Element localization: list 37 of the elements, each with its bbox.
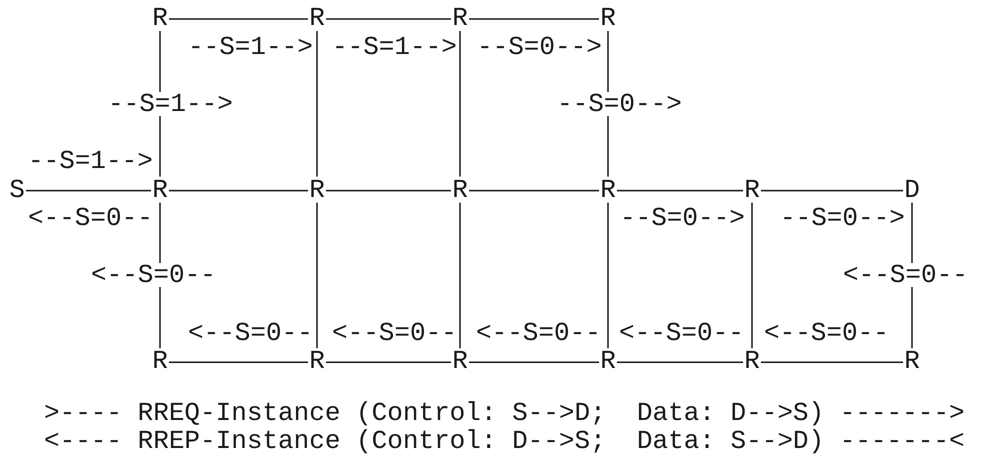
node-letter: R bbox=[599, 348, 617, 374]
connector-line bbox=[169, 18, 308, 20]
connector-line bbox=[169, 361, 308, 363]
node-letter: R bbox=[451, 5, 469, 31]
connector-line bbox=[469, 190, 599, 192]
connector-line bbox=[26, 190, 151, 192]
node-letter: R bbox=[903, 348, 921, 374]
node-letter: R bbox=[308, 176, 326, 203]
node-letter: R bbox=[451, 176, 469, 203]
connector-line bbox=[169, 190, 308, 192]
node-letter: R bbox=[151, 5, 169, 31]
node-letter: D bbox=[903, 176, 921, 203]
connector-line bbox=[761, 190, 903, 192]
node-letter: R bbox=[743, 176, 761, 203]
connector-line bbox=[316, 202, 318, 348]
node-letter: R bbox=[151, 348, 169, 374]
node-letter: R bbox=[308, 5, 326, 31]
connector-line bbox=[326, 361, 451, 363]
node-letter: R bbox=[151, 176, 169, 203]
connector-line bbox=[607, 202, 609, 348]
connector-line bbox=[469, 361, 599, 363]
connector-line bbox=[761, 361, 903, 363]
node-letter: S bbox=[8, 176, 26, 203]
connector-line bbox=[316, 31, 318, 177]
connector-line bbox=[326, 18, 451, 20]
connector-line bbox=[469, 18, 599, 20]
connector-line bbox=[459, 31, 461, 177]
node-letter: R bbox=[308, 348, 326, 374]
connector-line bbox=[617, 190, 743, 192]
connector-line bbox=[617, 361, 743, 363]
connector-line bbox=[751, 202, 753, 348]
node-letter: R bbox=[599, 5, 617, 31]
connector-line bbox=[459, 202, 461, 348]
connector-line bbox=[326, 190, 451, 192]
node-letter: R bbox=[743, 348, 761, 374]
node-letter: R bbox=[599, 176, 617, 203]
node-letter: R bbox=[451, 348, 469, 374]
